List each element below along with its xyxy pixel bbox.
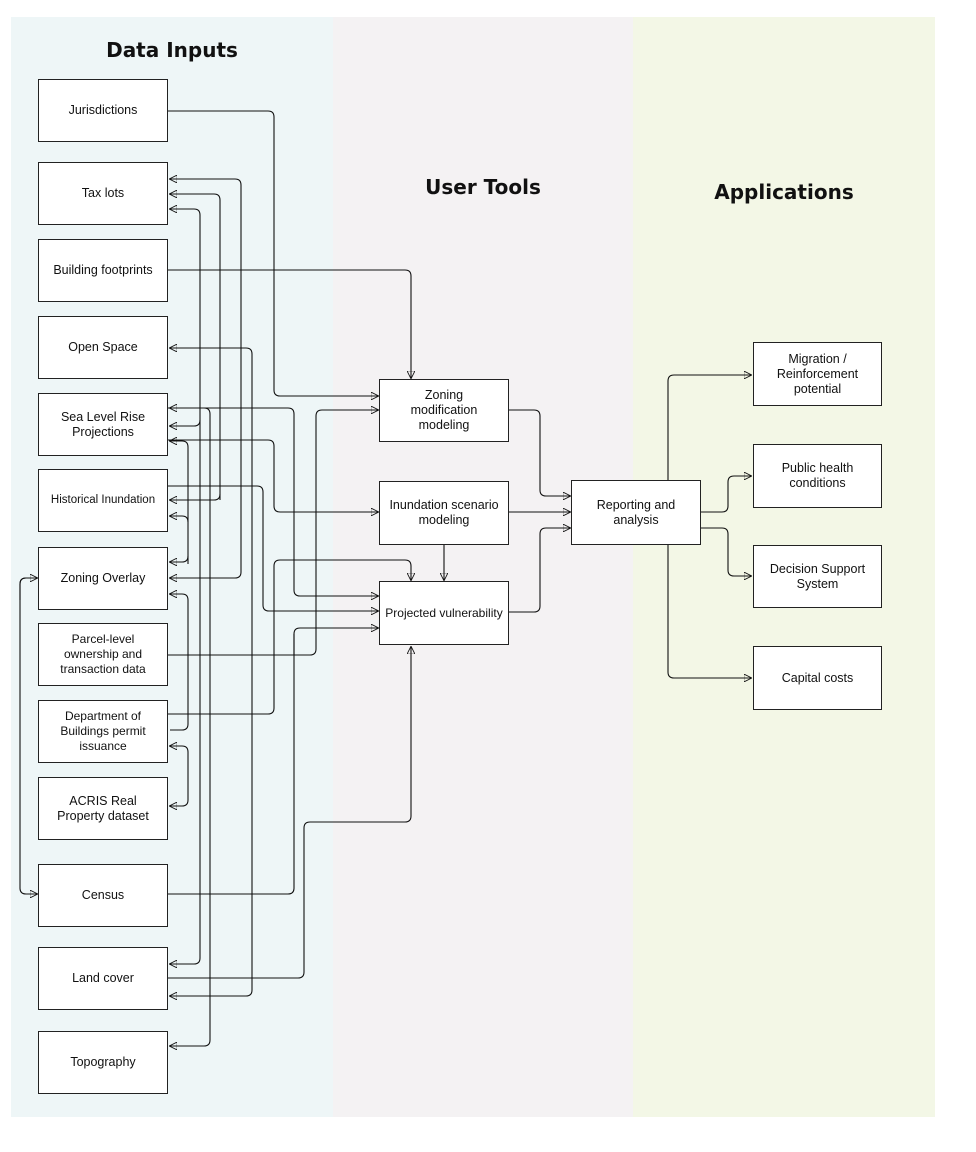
node-acris[interactable]: ACRIS Real Property dataset	[38, 777, 168, 840]
node-label: Tax lots	[81, 186, 125, 200]
node-tax-lots[interactable]: Tax lots	[38, 162, 168, 225]
node-label: Public health conditions	[781, 461, 854, 490]
node-inundation-scenario[interactable]: Inundation scenario modeling	[379, 481, 509, 545]
node-sea-level-rise[interactable]: Sea Level Rise Projections	[38, 393, 168, 456]
node-label: Decision Support System	[769, 561, 866, 591]
edge-dob-acris	[170, 799, 189, 806]
node-label: Projected vulnerability	[385, 605, 503, 620]
edge-openspace-landcover	[170, 989, 253, 996]
node-label: Zoning modification modeling	[410, 388, 478, 432]
edge-jurisdictions-zoning-mod	[168, 110, 378, 396]
edge-bus188-dob	[170, 594, 189, 731]
node-reporting-analysis[interactable]: Reporting and analysis	[571, 480, 701, 545]
node-zoning-overlay[interactable]: Zoning Overlay	[38, 547, 168, 610]
edge-reporting-migration	[667, 375, 751, 480]
edge-parcel-vulnerability	[293, 628, 378, 655]
edge-reporting-capital	[667, 545, 751, 678]
edge-census-zoning	[19, 578, 37, 600]
edge-zoning-mod-reporting	[509, 409, 570, 496]
user-tools-column	[333, 17, 633, 1117]
node-migration[interactable]: Migration / Reinforcement potential	[753, 342, 882, 406]
node-label: Open Space	[68, 340, 138, 354]
edge-bus200-taxlots	[170, 209, 201, 958]
node-parcel-ownership[interactable]: Parcel-level ownership and transaction d…	[38, 623, 168, 686]
node-decision-support[interactable]: Decision Support System	[753, 545, 882, 608]
node-label: Topography	[70, 1055, 136, 1069]
edge-parcel-zoning-mod	[168, 410, 378, 656]
edge-bus241-taxlots	[170, 179, 242, 572]
node-topography[interactable]: Topography	[38, 1031, 168, 1094]
edge-historical-vulnerability	[168, 485, 378, 611]
node-label: Census	[81, 888, 125, 902]
edge-bus188-zoning-overlay	[170, 555, 189, 562]
edge-sealevel-inundation	[168, 439, 378, 512]
node-label: Capital costs	[781, 670, 854, 685]
edge-sealevel-vulnerability	[168, 407, 378, 596]
node-label: Historical Inundation	[50, 494, 156, 506]
edge-reporting-decision	[701, 527, 751, 576]
node-capital-costs[interactable]: Capital costs	[753, 646, 882, 710]
edge-bus200-sealevel	[170, 419, 201, 426]
node-label: Inundation scenario modeling	[389, 498, 499, 527]
node-public-health[interactable]: Public health conditions	[753, 444, 882, 508]
edge-bus200-landcover	[170, 957, 201, 964]
edge-landcover-vulnerability	[168, 647, 411, 979]
node-dob-permits[interactable]: Department of Buildings permit issuance	[38, 700, 168, 763]
edge-dob-vulnerability	[168, 559, 411, 715]
node-label: Land cover	[72, 971, 134, 985]
edge-bus188-sealevel	[170, 441, 189, 564]
edge-footprints-zoning-mod	[168, 269, 411, 378]
edge-zoning-census	[19, 577, 37, 894]
node-label: Reporting and analysis	[596, 497, 676, 527]
edge-bus241-zoning-overlay	[170, 571, 242, 578]
edge-acris-dob	[170, 746, 189, 800]
edge-bus210-sealevel	[170, 408, 211, 1040]
applications-heading: Applications	[714, 180, 854, 204]
node-label: ACRIS Real Property dataset	[57, 793, 149, 823]
edge-bus188-historical	[170, 516, 189, 523]
edge-bus220-taxlots	[170, 194, 221, 500]
edge-vulnerability-reporting	[509, 528, 570, 613]
node-open-space[interactable]: Open Space	[38, 316, 168, 379]
node-projected-vulnerability[interactable]: Projected vulnerability	[379, 581, 509, 645]
node-label: Zoning Overlay	[60, 571, 146, 585]
edge-landcover-openspace	[170, 348, 253, 990]
node-label: Building footprints	[53, 263, 153, 277]
node-building-footprints[interactable]: Building footprints	[38, 239, 168, 302]
node-label: Sea Level Rise Projections	[60, 409, 146, 439]
edge-reporting-public-health	[701, 476, 751, 513]
data-inputs-heading: Data Inputs	[106, 38, 238, 62]
user-tools-heading: User Tools	[425, 175, 541, 199]
node-zoning-modification[interactable]: Zoning modification modeling	[379, 379, 509, 442]
node-jurisdictions[interactable]: Jurisdictions	[38, 79, 168, 142]
node-label: Department of Buildings permit issuance	[60, 709, 146, 753]
edge-bus210-topography	[170, 1039, 211, 1046]
node-label: Parcel-level ownership and transaction d…	[60, 632, 146, 676]
node-census[interactable]: Census	[38, 864, 168, 927]
node-label: Jurisdictions	[68, 103, 138, 117]
edge-bus220-historical	[170, 493, 221, 500]
edge-census-zoning-mod	[168, 634, 295, 895]
node-label: Migration / Reinforcement potential	[776, 351, 859, 396]
node-land-cover[interactable]: Land cover	[38, 947, 168, 1010]
node-historical-inundation[interactable]: Historical Inundation	[38, 469, 168, 532]
